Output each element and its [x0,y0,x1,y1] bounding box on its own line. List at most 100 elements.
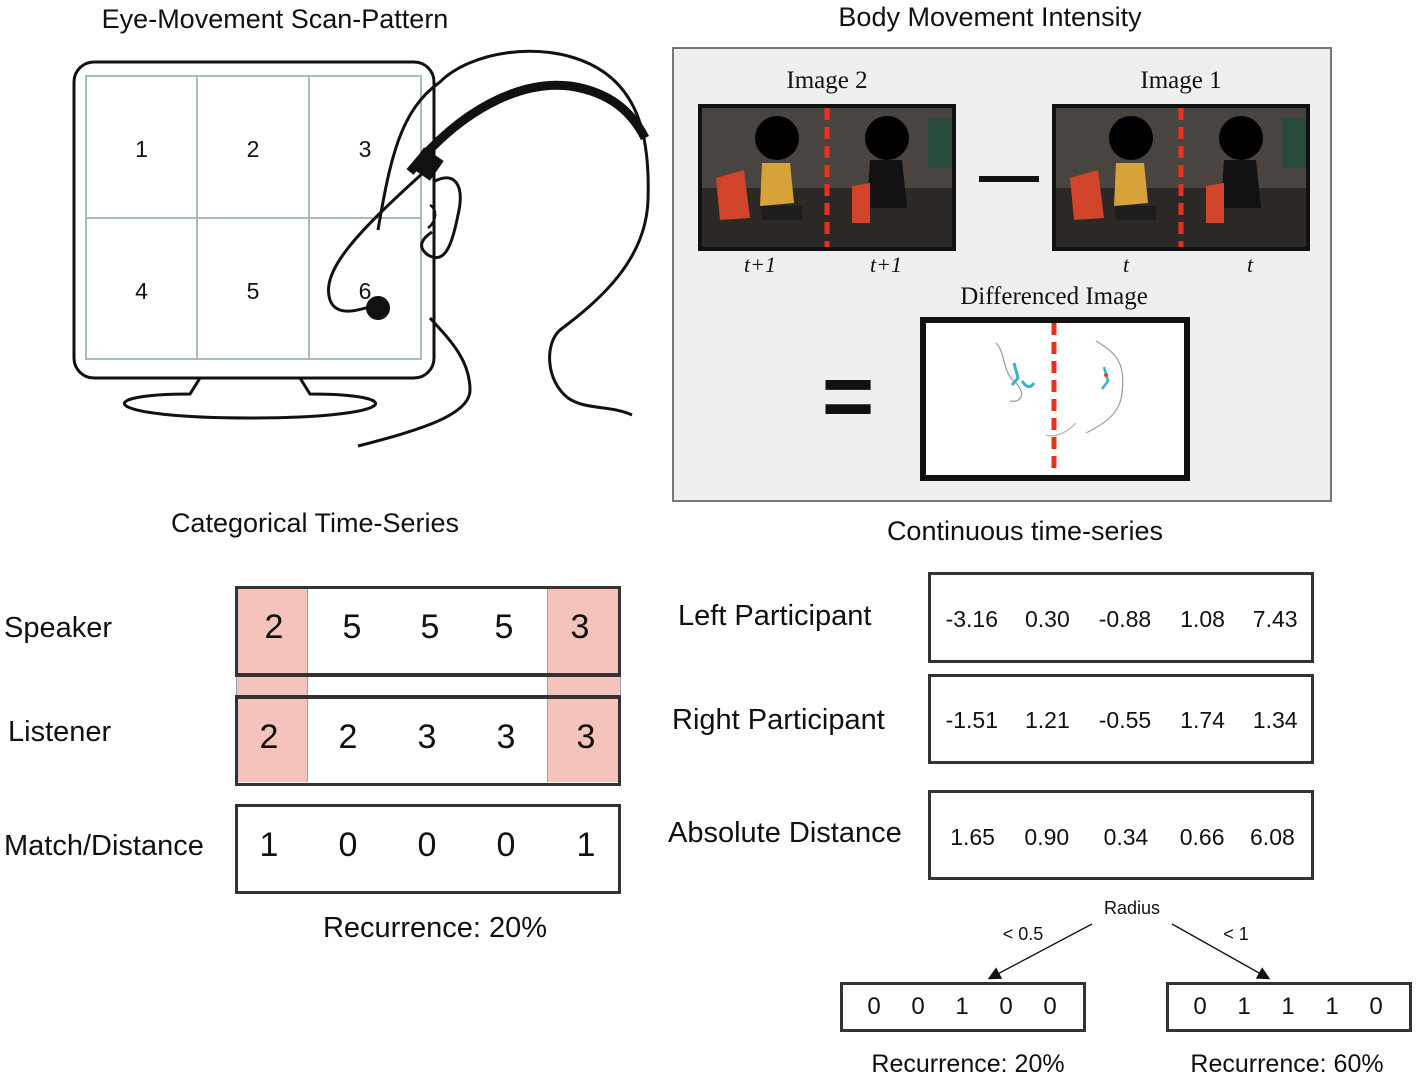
categorical-recurrence: Recurrence: 20% [322,912,548,944]
speaker-value: 5 [342,608,362,646]
speaker-value: 5 [494,608,514,646]
binary-right-value: 1 [1237,993,1251,1020]
binary-left-box [840,982,1086,1032]
left-value: 7.43 [1252,606,1298,632]
binary-left-value: 0 [867,993,881,1020]
recurrence-right: Recurrence: 60% [1190,1050,1384,1078]
body-panel: Image 2 Image 1 [672,47,1332,502]
abs-value: 6.08 [1250,824,1295,850]
headset-camera [410,147,444,181]
grid-label-1: 1 [135,136,148,162]
match-value: 1 [259,826,279,864]
diff-image-label: Differenced Image [960,283,1148,310]
categorical-title: Categorical Time-Series [170,508,460,538]
headset-band [406,80,650,175]
speaker-value: 2 [264,608,284,646]
binary-right-value: 1 [1325,993,1339,1020]
match-values: 1 0 0 0 1 [235,826,621,865]
left-value: 0.30 [1025,606,1070,632]
image2-time-right: t+1 [870,252,902,277]
speaker-value: 5 [420,608,440,646]
left-value: -3.16 [945,606,999,632]
neck-line [357,316,472,448]
differenced-scene [995,323,1124,475]
right-value: 1.21 [1025,707,1070,733]
right-participant-box [928,674,1314,764]
binary-left-values: 0 0 1 0 0 [852,993,1074,1021]
eye-tracker-illustration [72,49,650,448]
binary-right-values: 0 1 1 1 0 [1178,993,1400,1021]
right-value: 1.34 [1252,707,1298,733]
image2-time-left: t+1 [744,252,776,277]
minus-sign: — [979,141,1039,208]
listener-label: Listener [8,716,112,748]
grid-label-6: 6 [358,278,372,304]
arrow-left [987,923,1093,980]
head-outline [376,49,650,417]
binary-right-value: 1 [1281,993,1295,1020]
recurrence-left: Recurrence: 20% [871,1050,1065,1078]
right-value: -1.51 [945,707,999,733]
radius-left-threshold: < 0.5 [1002,924,1044,944]
abs-value: 1.65 [950,824,995,850]
absolute-distance-box [928,790,1314,880]
binary-right-value: 0 [1193,993,1207,1020]
binary-left-value: 0 [1043,993,1057,1020]
image1-photo [1052,104,1310,251]
left-participant-label: Left Participant [678,600,872,632]
speaker-values: 2 5 5 5 3 [235,608,621,647]
equals-sign: = [821,347,875,447]
match-value: 0 [338,826,358,864]
binary-right-value: 0 [1369,993,1383,1020]
body-panel-title: Body Movement Intensity [838,2,1142,32]
image1-scene [1056,108,1306,247]
grid-label-4: 4 [135,278,148,304]
binary-right-box [1166,982,1412,1032]
image1-time-left: t [1122,252,1130,277]
left-participant-values: -3.16 0.30 -0.88 1.08 7.43 [934,606,1310,633]
image2-label: Image 2 [786,67,868,94]
monitor-stand [123,377,377,420]
match-label: Match/Distance [4,830,204,862]
grid-label-3: 3 [358,136,372,162]
image2-photo [698,104,956,251]
radius-label: Radius [1103,898,1161,918]
right-value: -0.55 [1098,707,1152,733]
tracker-cable [327,170,426,313]
highlight-gap-first [236,676,308,696]
abs-value: 0.34 [1103,824,1149,850]
listener-value: 3 [417,718,437,756]
image1-time-right: t [1246,252,1254,277]
binary-left-value: 0 [999,993,1013,1020]
highlight-gap-last [547,676,621,696]
speaker-box-bottom [235,674,621,677]
ear [420,176,462,259]
abs-value: 0.90 [1024,824,1070,850]
continuous-title: Continuous time-series [886,516,1164,546]
row-gap [238,676,618,696]
grid-label-5: 5 [246,278,260,304]
eye-panel-title: Eye-Movement Scan-Pattern [101,4,449,34]
match-value: 1 [576,826,596,864]
binary-left-value: 0 [911,993,925,1020]
right-participant-label: Right Participant [672,704,885,736]
differenced-image [920,317,1190,481]
match-box [235,804,621,894]
listener-box-top [235,695,621,698]
absolute-distance-values: 1.65 0.90 0.34 0.66 6.08 [934,824,1310,851]
arrow-right [1171,923,1271,980]
left-value: 1.08 [1180,606,1225,632]
binary-left-value: 1 [955,993,969,1020]
left-participant-box [928,572,1314,663]
abs-value: 0.66 [1179,824,1225,850]
absolute-distance-label: Absolute Distance [668,817,902,849]
speaker-label: Speaker [4,612,113,644]
image2-scene [702,108,952,247]
match-value: 0 [417,826,437,864]
gaze-marker [366,296,390,320]
right-participant-values: -1.51 1.21 -0.55 1.74 1.34 [934,707,1310,734]
listener-value: 2 [259,718,279,756]
match-value: 0 [496,826,516,864]
radius-right-threshold: < 1 [1223,924,1249,944]
image1-label: Image 1 [1140,67,1222,94]
